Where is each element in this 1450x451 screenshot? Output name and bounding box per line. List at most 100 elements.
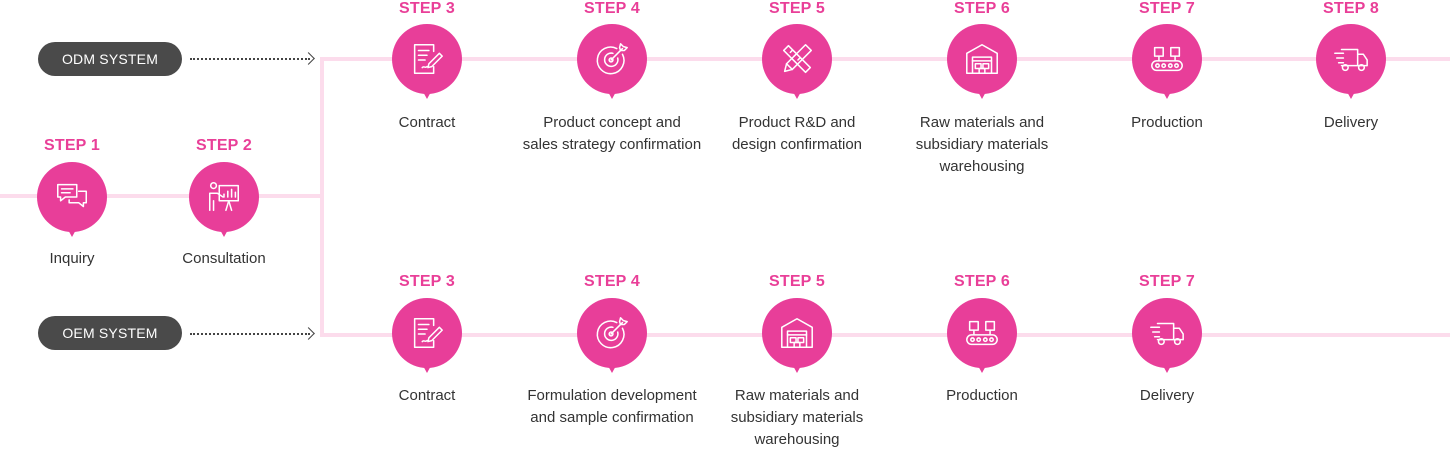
step-5-circle (762, 24, 832, 94)
step-5-label: STEP 5 (768, 0, 826, 17)
step-8-marker (1316, 24, 1386, 104)
caption-line: Consultation (182, 250, 266, 267)
caption-line: Production (1131, 114, 1203, 131)
step-6-caption: Production (882, 385, 1082, 407)
caption-line: warehousing (939, 158, 1025, 175)
caption-line: Product concept and (543, 114, 681, 131)
step-6-pointer (977, 90, 987, 99)
odm-line (320, 57, 1450, 61)
conveyor-icon (1148, 40, 1186, 78)
step-6-circle (947, 298, 1017, 368)
caption-line: Product R&D and (738, 114, 856, 131)
step-7-label: STEP 7 (1138, 273, 1196, 290)
step-4-caption: Formulation development and sample confir… (512, 385, 712, 429)
step-4-circle (577, 24, 647, 94)
step-5-pointer (792, 364, 802, 373)
step-2-marker (189, 162, 259, 242)
step-3-pointer (422, 364, 432, 373)
step-8-pointer (1346, 90, 1356, 99)
step-4-pointer (607, 90, 617, 99)
caption-line: design confirmation (731, 136, 863, 153)
step-7-caption: Production (1067, 112, 1267, 134)
target-icon (593, 40, 631, 78)
caption-line: warehousing (754, 431, 840, 448)
step-6-marker (947, 24, 1017, 104)
chat-icon (53, 178, 91, 216)
step-8-label: STEP 8 (1322, 0, 1380, 17)
oem-line (320, 333, 1450, 337)
caption-line: Production (946, 387, 1018, 404)
step-6-circle (947, 24, 1017, 94)
step-5-circle (762, 298, 832, 368)
step-3-label: STEP 3 (398, 0, 456, 17)
step-4-marker (577, 298, 647, 378)
step-5-marker (762, 24, 832, 104)
branch-vertical-line (320, 57, 324, 337)
step-5-pointer (792, 90, 802, 99)
caption-line: Delivery (1323, 114, 1379, 131)
odm-arrow (190, 58, 310, 60)
odm-system-badge: ODM SYSTEM (38, 42, 182, 76)
step-1-circle (37, 162, 107, 232)
caption-line: Inquiry (49, 250, 95, 267)
start-line (0, 194, 324, 198)
step-4-label: STEP 4 (583, 273, 641, 290)
caption-line: subsidiary materials (730, 409, 864, 426)
presentation-icon (205, 178, 243, 216)
target-icon (593, 314, 631, 352)
ruler-pencil-icon (778, 40, 816, 78)
caption-line: Formulation development (527, 387, 697, 404)
caption-line: subsidiary materials (915, 136, 1049, 153)
step-6-pointer (977, 364, 987, 373)
step-4-marker (577, 24, 647, 104)
odm-arrowhead (302, 52, 315, 65)
step-8-caption: Delivery (1251, 112, 1450, 134)
step-4-pointer (607, 364, 617, 373)
step-1-label: STEP 1 (43, 137, 101, 154)
oem-arrow (190, 333, 310, 335)
step-3-label: STEP 3 (398, 273, 456, 290)
step-7-label: STEP 7 (1138, 0, 1196, 17)
step-7-pointer (1162, 364, 1172, 373)
step-2-caption: Consultation (124, 248, 324, 270)
step-7-pointer (1162, 90, 1172, 99)
step-5-marker (762, 298, 832, 378)
step-3-circle (392, 298, 462, 368)
oem-arrowhead (302, 327, 315, 340)
step-3-caption: Contract (327, 385, 527, 407)
step-1-marker (37, 162, 107, 242)
caption-line: Raw materials and (919, 114, 1045, 131)
step-7-marker (1132, 24, 1202, 104)
caption-line: Contract (398, 387, 456, 404)
step-8-circle (1316, 24, 1386, 94)
contract-icon (408, 314, 446, 352)
step-2-pointer (219, 228, 229, 237)
step-2-circle (189, 162, 259, 232)
caption-line: Delivery (1139, 387, 1195, 404)
caption-line: and sample confirmation (530, 409, 694, 426)
step-5-caption: Raw materials and subsidiary materials war… (697, 385, 897, 451)
step-1-pointer (67, 228, 77, 237)
step-7-marker (1132, 298, 1202, 378)
step-3-pointer (422, 90, 432, 99)
oem-system-badge: OEM SYSTEM (38, 316, 182, 350)
step-4-label: STEP 4 (583, 0, 641, 17)
warehouse-icon (778, 314, 816, 352)
step-2-label: STEP 2 (195, 137, 253, 154)
step-7-caption: Delivery (1067, 385, 1267, 407)
step-3-marker (392, 298, 462, 378)
step-5-caption: Product R&D and design confirmation (697, 112, 897, 156)
conveyor-icon (963, 314, 1001, 352)
caption-line: Raw materials and (734, 387, 860, 404)
step-6-marker (947, 298, 1017, 378)
step-6-caption: Raw materials and subsidiary materials war… (882, 112, 1082, 178)
step-7-circle (1132, 24, 1202, 94)
step-3-marker (392, 24, 462, 104)
step-5-label: STEP 5 (768, 273, 826, 290)
caption-line: sales strategy confirmation (522, 136, 702, 153)
step-6-label: STEP 6 (953, 0, 1011, 17)
step-7-circle (1132, 298, 1202, 368)
caption-line: Contract (398, 114, 456, 131)
truck-icon (1148, 314, 1186, 352)
step-4-caption: Product concept and sales strategy confir… (512, 112, 712, 156)
